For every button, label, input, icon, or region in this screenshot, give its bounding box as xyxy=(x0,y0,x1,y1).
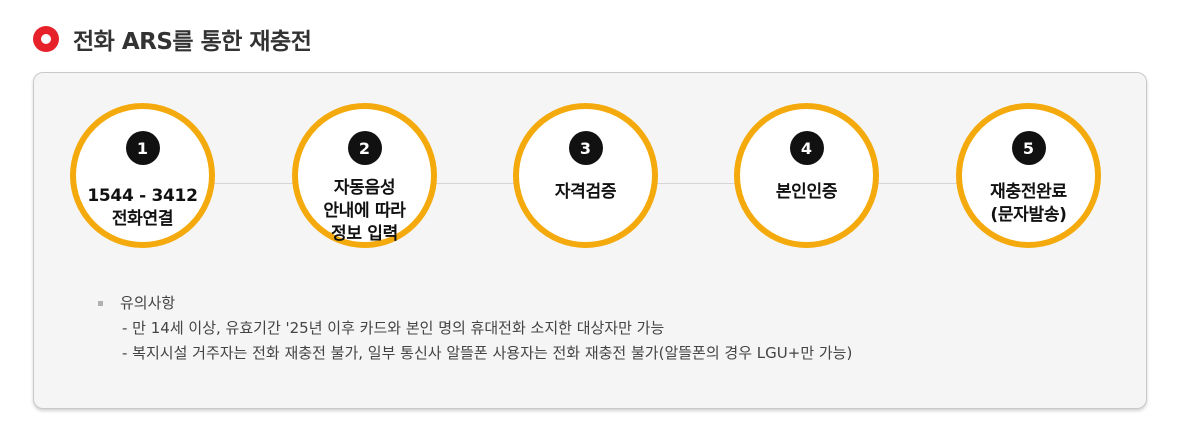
note-line: - 만 14세 이상, 유효기간 '25년 이후 카드와 본인 명의 휴대전화 … xyxy=(122,319,665,337)
step-label: 본인인증 xyxy=(775,182,838,202)
step-label: 1544 - 3412 전화연결 xyxy=(87,186,198,229)
bullet-square-icon xyxy=(98,301,103,306)
notes-heading: 유의사항 xyxy=(120,294,176,312)
step-number-badge: 1 xyxy=(125,131,160,165)
notes-heading-row: 유의사항 xyxy=(98,291,852,316)
section-header: 전화 ARS를 통한 재충전 xyxy=(33,22,312,56)
step-number-badge: 3 xyxy=(568,131,603,165)
notes: 유의사항 - 만 14세 이상, 유효기간 '25년 이후 카드와 본인 명의 … xyxy=(98,291,852,366)
note-line: - 복지시설 거주자는 전화 재충전 불가, 일부 통신사 알뜰폰 사용자는 전… xyxy=(122,344,853,362)
target-icon xyxy=(33,26,59,52)
step-3: 3 자격검증 xyxy=(513,103,658,248)
step-number-badge: 5 xyxy=(1011,131,1046,165)
step-2: 2 자동음성 안내에 따라 정보 입력 xyxy=(292,103,437,248)
step-label: 자격검증 xyxy=(554,182,617,202)
step-number-badge: 4 xyxy=(789,131,824,165)
step-5: 5 재충전완료 (문자발송) xyxy=(956,103,1101,248)
steps-panel: 1 1544 - 3412 전화연결 2 자동음성 안내에 따라 정보 입력 3… xyxy=(33,72,1147,409)
step-1: 1 1544 - 3412 전화연결 xyxy=(70,103,215,248)
step-4: 4 본인인증 xyxy=(734,103,879,248)
section-title: 전화 ARS를 통한 재충전 xyxy=(73,29,312,55)
step-label: 자동음성 안내에 따라 정보 입력 xyxy=(323,178,406,244)
step-label: 재충전완료 (문자발송) xyxy=(990,182,1067,225)
step-number-badge: 2 xyxy=(347,131,382,165)
